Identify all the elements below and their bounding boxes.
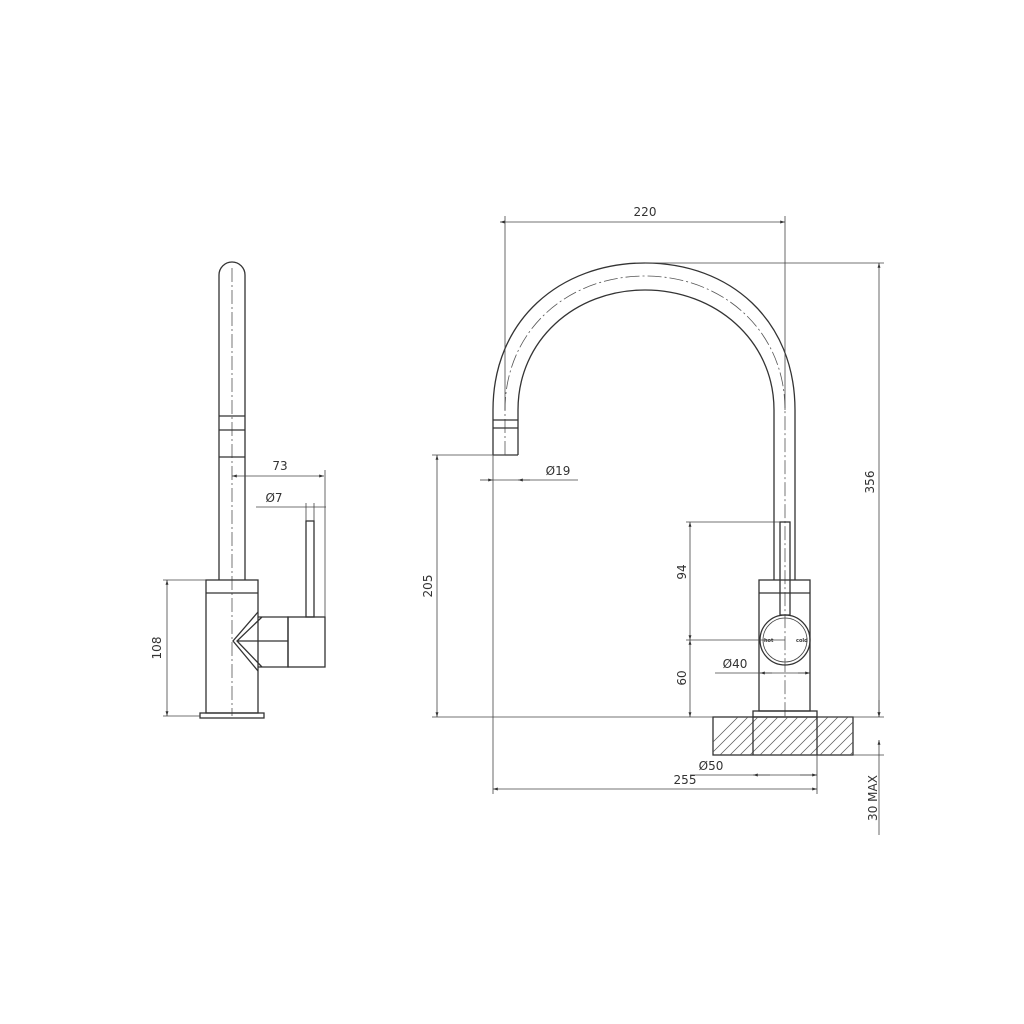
dim-label-dia7: Ø7: [265, 491, 282, 505]
hatch-line: [759, 717, 799, 755]
dim-label-30max: 30 MAX: [866, 775, 880, 821]
dim-label-94: 94: [675, 564, 689, 579]
hatch-line: [713, 717, 739, 743]
hatch-line: [729, 717, 769, 755]
bench-section-hatch: [712, 716, 928, 756]
gooseneck-spout: [492, 262, 796, 580]
hatch-line: [839, 741, 853, 755]
hatch-line: [749, 717, 789, 755]
dim-label-dia40: Ø40: [723, 657, 748, 671]
side-view: 73 Ø7 108: [150, 261, 326, 719]
side-lever: [305, 520, 315, 618]
hatch-line: [880, 717, 918, 755]
hatch-line: [713, 717, 749, 753]
hatch-line: [849, 751, 853, 755]
hatch-line: [779, 717, 819, 755]
side-base-plate: [199, 712, 265, 719]
dim-label-dia19: Ø19: [546, 464, 571, 478]
dim-label-255: 255: [674, 773, 697, 787]
dim-label-60: 60: [675, 670, 689, 685]
dim-label-108: 108: [150, 637, 164, 660]
hot-label: hot: [764, 638, 774, 644]
hatch-line: [799, 717, 839, 755]
hatch-line: [870, 717, 908, 755]
hatch-line: [719, 717, 759, 755]
hatch-line: [829, 731, 853, 755]
dim-label-73: 73: [272, 459, 287, 473]
cold-label: cold: [796, 638, 808, 644]
dim-label-220: 220: [634, 205, 657, 219]
front-body: [758, 579, 811, 712]
dim-label-205: 205: [421, 575, 435, 598]
front-lever: [779, 521, 791, 616]
dim-label-356: 356: [863, 471, 877, 494]
hatch-line: [769, 717, 809, 755]
hatch-line: [809, 717, 849, 755]
spout-centerline: [504, 275, 786, 717]
hatch-line: [890, 717, 928, 755]
hatch-line: [789, 717, 829, 755]
hatch-line: [739, 717, 779, 755]
side-spout-tube: [218, 261, 246, 580]
side-handle-housing: [287, 616, 326, 668]
dim-label-dia50: Ø50: [699, 759, 724, 773]
side-cartridge: [232, 611, 289, 672]
front-view: hot cold 220 356 30 MAX 205 Ø19: [421, 205, 928, 835]
hatch-line: [819, 721, 853, 755]
